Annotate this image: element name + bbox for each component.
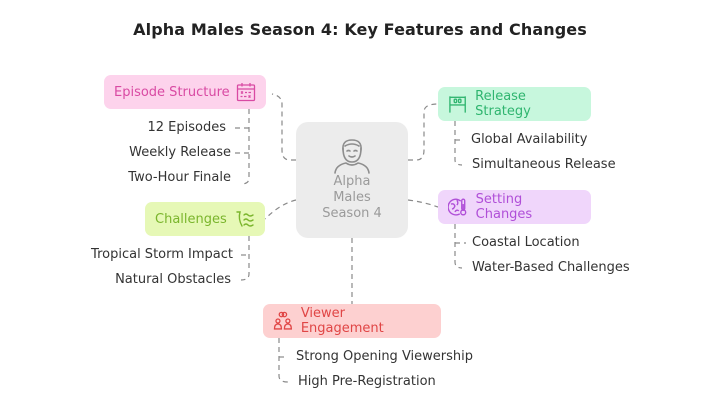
branch-challenges[interactable]: Challenges: [145, 202, 265, 236]
episode-item: 12 Episodes: [147, 120, 226, 135]
challenges-item: Natural Obstacles: [115, 272, 231, 287]
branch-release-strategy[interactable]: Release Strategy: [438, 87, 591, 121]
connector-release: [408, 103, 439, 161]
branch-label: Episode Structure: [114, 84, 230, 100]
globe-thermometer-icon: [448, 198, 467, 216]
audience-icon: [273, 311, 292, 330]
connector-setting: [407, 199, 439, 208]
connector-release-items: [454, 121, 463, 166]
release-item: Global Availability: [471, 132, 588, 147]
central-topic-node[interactable]: Alpha Males Season 4: [296, 122, 408, 238]
setting-item: Coastal Location: [472, 235, 580, 250]
branch-label: Challenges: [155, 211, 227, 227]
episode-item: Two-Hour Finale: [128, 170, 231, 185]
branch-viewer-engagement[interactable]: Viewer Engagement: [263, 304, 441, 338]
diagram-title: Alpha Males Season 4: Key Features and C…: [133, 20, 587, 39]
central-topic-line: Alpha: [333, 174, 371, 189]
branch-setting-changes[interactable]: Setting Changes: [438, 190, 591, 224]
challenges-item: Tropical Storm Impact: [91, 247, 233, 262]
connector-challenges: [264, 199, 297, 220]
goal-post-icon: [449, 96, 466, 113]
connector-episode: [271, 93, 296, 161]
viewer-item: High Pre-Registration: [298, 374, 436, 389]
release-item: Simultaneous Release: [472, 157, 616, 172]
storm-wind-icon: [236, 211, 254, 227]
connector-setting-items: [454, 224, 463, 269]
calendar-icon: [236, 83, 256, 102]
connector-challenges-items: [240, 236, 250, 281]
setting-item: Water-Based Challenges: [472, 260, 630, 275]
person-icon: [334, 139, 370, 174]
branch-label: Release Strategy: [475, 89, 531, 119]
episode-item: Weekly Release: [129, 145, 231, 160]
central-topic-line: Males: [333, 190, 371, 205]
connector-episode-items: [240, 109, 250, 185]
central-topic-line: Season 4: [322, 206, 382, 221]
viewer-item: Strong Opening Viewership: [296, 349, 474, 364]
branch-episode-structure[interactable]: Episode Structure: [104, 75, 266, 109]
connector-viewer-items: [278, 338, 289, 383]
branch-label: Setting Changes: [475, 192, 533, 222]
branch-label: Viewer Engagement: [300, 306, 384, 336]
